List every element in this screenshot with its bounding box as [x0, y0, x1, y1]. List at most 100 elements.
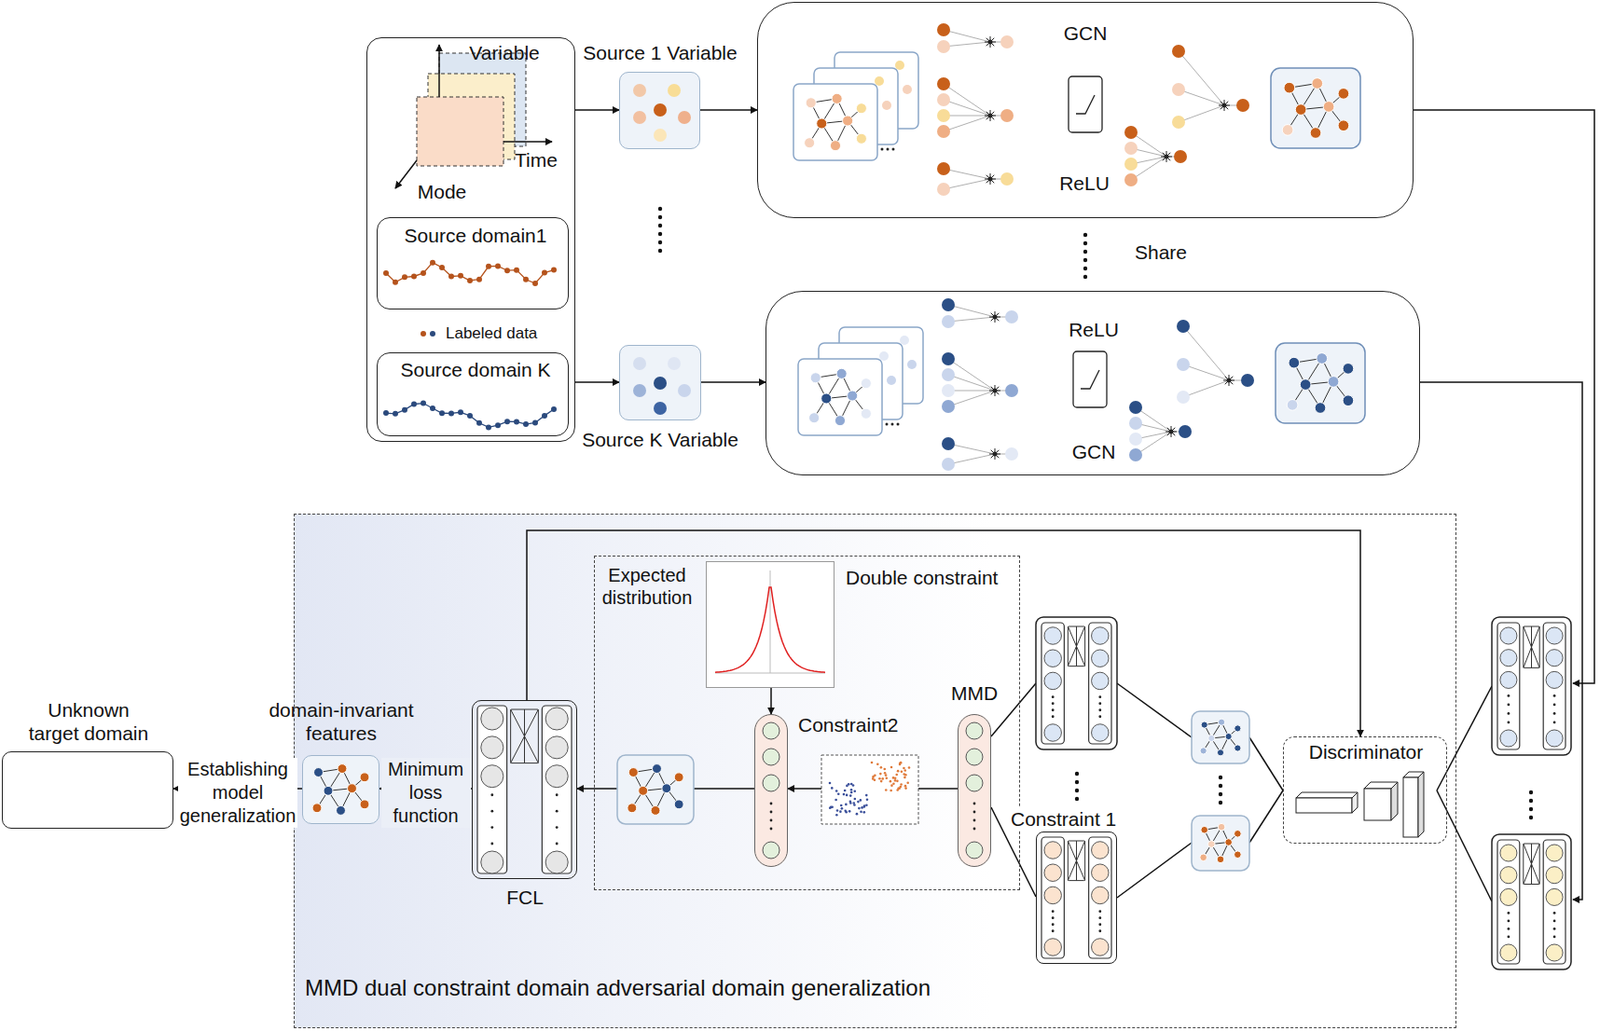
graph-dot [844, 803, 848, 807]
graph-dot [1164, 154, 1170, 160]
graph-dot [882, 100, 892, 111]
graph-dot [1051, 923, 1055, 926]
graph-dot [1234, 725, 1242, 732]
graph-dot [457, 409, 464, 415]
graph-dot [359, 800, 370, 810]
graph-dot [1218, 784, 1223, 788]
graph-dot [937, 109, 951, 123]
shape [1191, 711, 1250, 764]
graph-dot [323, 786, 333, 796]
graph-dot [1208, 734, 1215, 742]
graph-dot [1299, 379, 1311, 391]
line [1067, 841, 1085, 882]
node-label: Source domain1 [381, 223, 570, 248]
node-label: MMD dual constraint domain adversarial d… [304, 975, 1145, 1003]
graph-dot [1091, 938, 1110, 957]
graph-dot [532, 419, 538, 426]
graph-dot [988, 40, 994, 45]
graph-dot [859, 799, 863, 802]
graph-dot [993, 452, 998, 457]
graph-dot [892, 776, 896, 780]
shape [1491, 834, 1572, 970]
graph-dot [401, 274, 408, 280]
graph-dot [1500, 867, 1518, 884]
node-box: domain-invariant features [302, 755, 380, 825]
graph-dot [770, 811, 773, 814]
node-label: Constraint2 [798, 713, 920, 737]
graph-dot [504, 267, 511, 274]
graph-dot [429, 405, 436, 412]
connector [526, 530, 1361, 737]
graph-dot [1044, 886, 1063, 905]
line [1531, 843, 1532, 885]
graph-dot [850, 783, 854, 787]
graph-dot [1098, 695, 1102, 699]
graph-dot [677, 384, 691, 398]
graph-dot [1545, 844, 1563, 862]
shape [705, 561, 835, 689]
graph-dot [541, 270, 548, 276]
graph-dot [1124, 125, 1138, 139]
graph-dot [1218, 775, 1223, 780]
wire [991, 683, 1036, 737]
graph-dot [885, 423, 889, 427]
graph-dot [1216, 855, 1225, 864]
graph-dot [816, 118, 828, 129]
shape [1270, 68, 1361, 149]
annotation: Share [1134, 240, 1187, 264]
node-box: Source domain1 [376, 217, 569, 310]
graph-dot [1098, 923, 1102, 926]
graph-dot [1200, 854, 1208, 862]
shape [1364, 788, 1392, 821]
graph-dot [902, 84, 912, 95]
graph-dot [941, 457, 955, 471]
connector [770, 688, 773, 715]
graph-dot [1234, 829, 1242, 838]
graph-dot [1172, 115, 1186, 129]
graph-dot [513, 267, 520, 274]
line [510, 709, 539, 764]
graph-dot [652, 764, 663, 774]
graph-dot [883, 772, 887, 775]
graph-dot [860, 408, 871, 419]
graph-dot [941, 368, 955, 382]
line [943, 99, 991, 116]
graph-dot [965, 841, 983, 859]
line [1523, 626, 1540, 668]
graph-dot [843, 789, 847, 793]
graph-dot [937, 23, 951, 37]
graph-dot [545, 765, 568, 788]
graph-dot [1225, 732, 1232, 740]
node-box: Source 1 Variable [619, 71, 701, 150]
graph-dot [762, 722, 780, 740]
graph-dot [863, 805, 867, 809]
graph-dot [903, 769, 907, 773]
graph-dot [1044, 938, 1063, 957]
graph-dot [545, 851, 568, 874]
shape [477, 705, 508, 874]
graph-dot [336, 805, 346, 815]
graph-dot [481, 851, 504, 874]
node-label: Discriminator [1285, 740, 1447, 764]
shape [1543, 840, 1566, 965]
graph-dot [1323, 101, 1335, 113]
graph-dot [1545, 867, 1563, 884]
graph-dot [490, 793, 494, 797]
graph-dot [633, 357, 647, 371]
graph-dot [485, 424, 492, 430]
graph-dot [830, 786, 834, 790]
graph-dot [859, 811, 863, 814]
graph-dot [902, 767, 906, 771]
graph-dot [1545, 730, 1563, 747]
graph-dot [1005, 310, 1019, 324]
line [1523, 843, 1540, 885]
graph-dot [551, 267, 557, 274]
graph-dot [828, 806, 832, 810]
graph-dot [677, 110, 691, 125]
graph-dot [841, 807, 844, 811]
graph-dot [1507, 712, 1511, 716]
graph-dot [467, 413, 473, 419]
graph-dot [392, 279, 399, 286]
graph-dot [523, 276, 529, 283]
